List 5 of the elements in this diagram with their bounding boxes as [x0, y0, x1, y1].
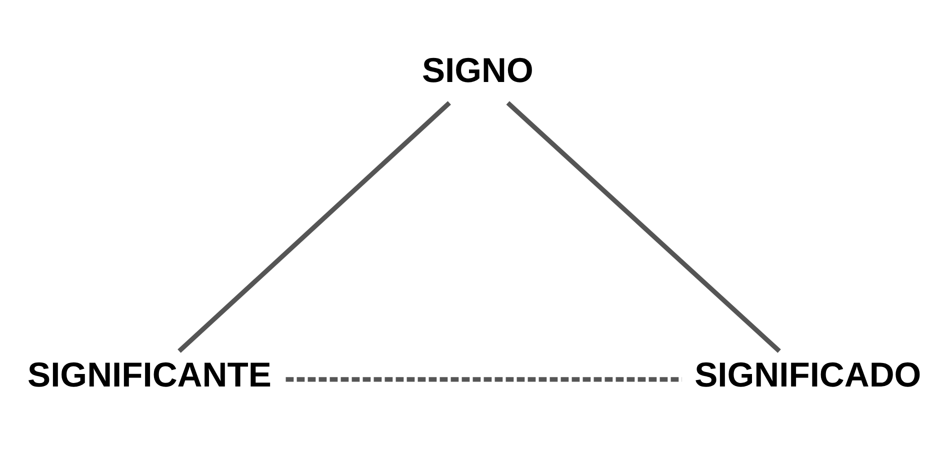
connector	[506, 100, 781, 352]
node-text: SIGNIFICANTE	[28, 356, 272, 394]
connector	[178, 100, 451, 352]
node-text: SIGNO	[422, 51, 534, 90]
node-text: SIGNIFICADO	[694, 356, 922, 394]
